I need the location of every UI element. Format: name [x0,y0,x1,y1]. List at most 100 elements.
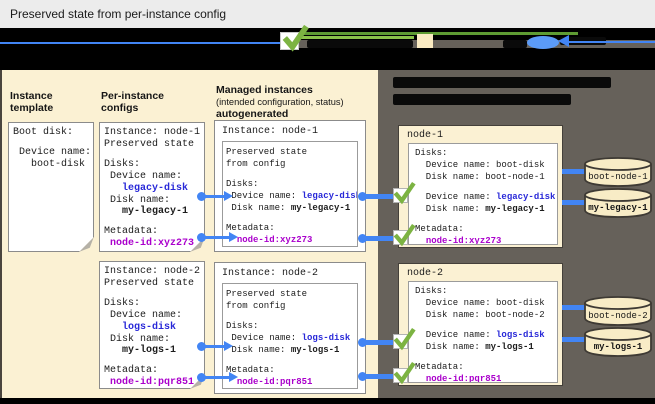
legend-blue-line-right [568,41,655,43]
text-line: Instance: node-2 [104,266,201,277]
legend-green-line-long [298,32,578,35]
text-line: Device name: [104,309,183,321]
text-line: my-logs-1 [122,345,177,357]
disk-label: my-legacy-1 [588,203,648,213]
instance-template-box: Boot disk: Device name: boot-disk [8,122,94,252]
text-line: Metadata: [226,223,275,233]
text-line: node-id:xyz273 [425,236,502,245]
disk-cylinder-my-logs-1: my-logs-1 [584,327,652,357]
text-line: Disk name: boot-node-1 [415,172,545,182]
bottom-border [0,398,655,404]
column-header-per-instance-configs: Per-instance configs [101,90,164,114]
managed-instance-box-node-1: Instance: node-1 Preserved state from con… [214,120,366,252]
redacted-panel-header-line [393,77,611,88]
disk-cylinder-boot-node-2: boot-node-2 [584,296,652,326]
text-line: Device name: legacy-disk [226,191,358,201]
header-line: configs [101,102,139,114]
text-line: logs-disk [122,321,177,333]
legend-blue-line-left [0,42,281,44]
text-line: Metadata: [104,226,159,238]
text-line [226,214,357,222]
text-line [104,151,204,159]
disk-cylinder-my-legacy-1: my-legacy-1 [584,188,652,218]
text-line: Disks: [104,297,141,309]
text-line: Disks: [415,286,448,296]
check-icon [393,327,416,351]
text-line: from config [226,159,286,169]
vm-node-box-node-2: node-2 Disks: Device name: boot-disk Dis… [398,263,563,386]
text-line: Disks: [415,148,448,158]
text-line [226,356,357,364]
redacted-text-bar [307,40,413,48]
text-line: Metadata: [415,362,464,372]
disk-label: my-logs-1 [594,342,643,352]
text-line [415,183,557,191]
text-line: node-id:pqr851 [425,374,502,383]
header-line: autogenerated [216,108,289,120]
vm-node-title: node-1 [407,130,444,141]
text-line: Device name: logs-disk [415,330,545,340]
text-line: Disk name: boot-node-2 [415,310,545,320]
legend-check-icon [282,24,309,52]
column-header-instance-template: Instance template [10,90,53,114]
vm-node-inner-box: Disks: Device name: boot-disk Disk name:… [408,281,558,383]
check-icon [393,181,416,205]
text-line: node-id:xyz273 [110,238,195,250]
text-line: from config [226,301,286,311]
text-line: Disk name: my-logs-1 [226,345,340,355]
text-line: Device name: boot-disk [415,298,545,308]
text-line: Preserved state [104,277,195,289]
box-content: Disks: Device name: boot-disk Disk name:… [415,147,557,245]
text-line: boot-disk [13,158,86,170]
text-line: node-id:pqr851 [236,377,313,387]
text-line: Device name: legacy-disk [415,192,556,202]
text-line [104,290,204,298]
text-line: Metadata: [226,365,275,375]
disk-link-boot-node-2 [562,305,586,310]
text-line [415,215,557,223]
disk-label: boot-node-1 [588,172,647,182]
text-line: my-legacy-1 [122,206,189,218]
header-line: Managed instances [216,84,313,96]
legend-blue-arrow-left-icon [558,35,569,47]
redacted-panel-header-line [393,94,571,105]
legend-gray-strip [283,40,655,48]
disk-link-my-legacy-1 [562,199,586,205]
text-line: Disk name: my-legacy-1 [415,204,545,214]
header-line: template [10,102,54,114]
text-line: Device name: [13,146,92,158]
text-line: Disk name: my-legacy-1 [226,203,351,213]
text-line: Preserved state [226,289,308,299]
title-bar: Preserved state from per-instance config [0,0,655,28]
text-line: Boot disk: [13,127,74,138]
vm-node-title: node-2 [407,268,444,279]
legend-band [0,24,655,70]
text-line [415,353,557,361]
legend-config-swatch [417,34,433,48]
check-icon [393,361,416,385]
page-title: Preserved state from per-instance config [10,7,227,21]
disk-link-my-logs-1 [562,337,586,342]
disk-label: boot-node-2 [588,311,647,321]
column-header-managed-instances: Managed instances (intended configuratio… [216,84,344,120]
text-line: Preserved state [226,147,308,157]
redacted-text-bar [503,40,527,48]
text-line: legacy-disk [122,182,189,194]
text-line: Preserved state [104,138,195,150]
managed-instance-title: Instance: node-1 [222,126,319,137]
text-line: Metadata: [104,365,159,377]
text-line: Disks: [104,158,141,170]
disk-link-boot-node-1 [562,168,586,174]
check-icon [393,223,416,247]
text-line: Device name: boot-disk [415,160,545,170]
text-line: Device name: [104,170,183,182]
